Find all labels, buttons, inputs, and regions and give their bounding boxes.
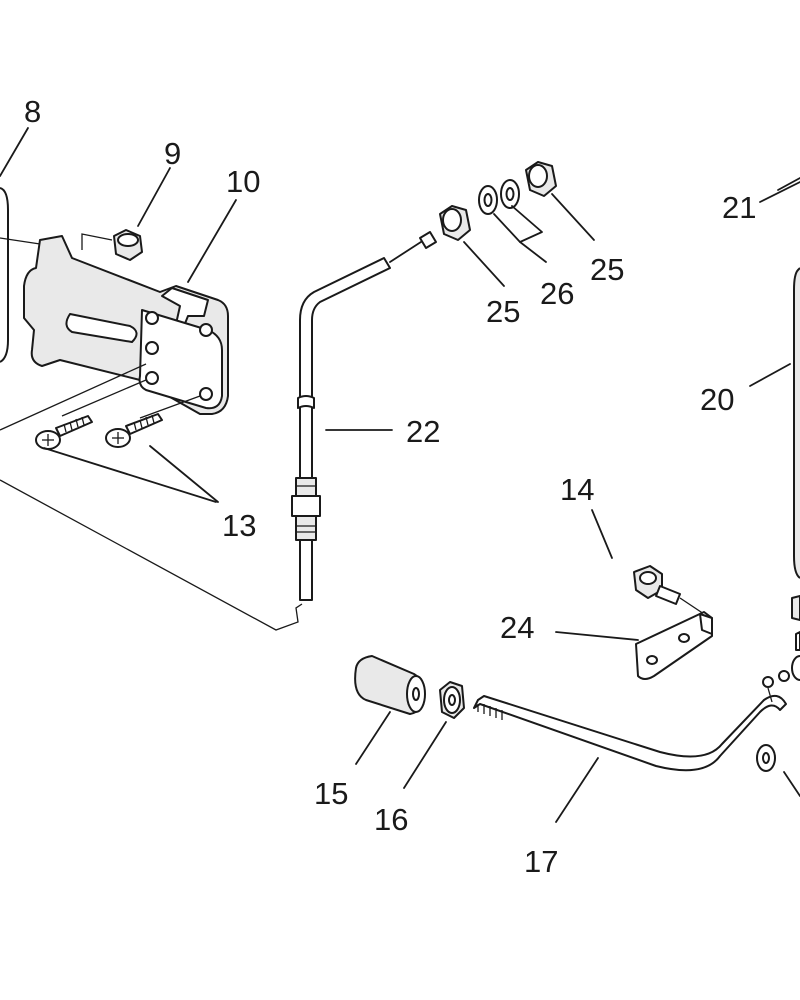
guide-line-left: [0, 237, 41, 245]
part-25-nut-lower: [439, 205, 471, 241]
part-13-screw-left: [35, 415, 93, 450]
part-9-nut: [81, 229, 143, 261]
part-13-screw-right: [105, 413, 163, 448]
guide-line-lower: [139, 395, 201, 419]
part-17-rod: [473, 676, 787, 772]
part-22-cable: [291, 231, 437, 601]
part-14-bolt: [633, 565, 705, 615]
callout-10: 10: [226, 164, 260, 199]
part-16-nut: [439, 681, 465, 719]
callout-24: 24: [500, 610, 534, 645]
callout-21: 21: [722, 190, 756, 225]
part-24-plate: [635, 611, 713, 680]
callout-26: 26: [540, 276, 574, 311]
assembly-guide-line: [0, 479, 303, 631]
leader-lines: [0, 127, 800, 823]
washer-lower-right-hole: [762, 752, 770, 764]
leader-21: [777, 177, 800, 191]
part-26-washers: [478, 179, 520, 215]
guide-line-upper: [0, 363, 147, 431]
callout-25-upper: 25: [590, 252, 624, 287]
callout-25-lower: 25: [486, 294, 520, 329]
callout-14: 14: [560, 472, 594, 507]
left-edge-part: [0, 187, 9, 363]
callout-8: 8: [24, 94, 41, 129]
callout-9: 9: [164, 136, 181, 171]
part-10-bracket: [23, 235, 229, 415]
callout-20: 20: [700, 382, 734, 417]
part-15-knob: [354, 655, 426, 715]
callout-15: 15: [314, 776, 348, 811]
part-25-nut-upper: [525, 161, 557, 197]
callout-13: 13: [222, 508, 256, 543]
callout-16: 16: [374, 802, 408, 837]
callout-17: 17: [524, 844, 558, 879]
part-20-cylinder: [793, 267, 800, 579]
callout-22: 22: [406, 414, 440, 449]
right-edge-small-parts: [778, 595, 800, 682]
guide-line-mid: [61, 379, 147, 417]
